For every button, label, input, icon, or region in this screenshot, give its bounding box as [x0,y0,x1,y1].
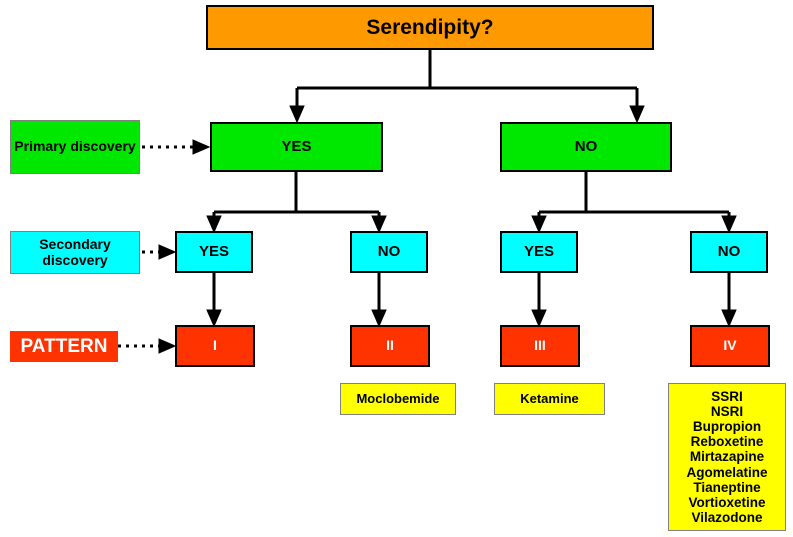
drug-list-item: Reboxetine [690,434,764,450]
secondary-discovery-label: Secondary discovery [10,231,140,274]
level1-yes-box[interactable]: YES [210,122,383,172]
level2-yes-box-2[interactable]: YES [500,231,578,273]
level2-no-box-1[interactable]: NO [350,231,428,273]
pattern-label-text: PATTERN [20,335,108,357]
primary-discovery-text: Primary discovery [14,138,136,155]
drug-box-moclobemide[interactable]: Moclobemide [340,383,456,415]
title-box-serendipity[interactable]: Serendipity? [206,5,654,50]
pattern-label: PATTERN [10,331,118,362]
level2-yes-box-1[interactable]: YES [175,231,253,273]
connector-root-split [289,50,645,124]
drug-list-item: Agomelatine [686,464,768,480]
secondary-discovery-text: Secondary discovery [39,235,111,268]
pattern-box-iii[interactable]: III [500,325,580,367]
connector-yes-split [206,172,387,234]
level2-no-box-2[interactable]: NO [690,231,768,273]
drug-list-item: NSRI [710,404,744,420]
connector-cyan-to-pattern [206,273,737,328]
drug-list-box[interactable]: SSRI NSRI Bupropion Reboxetine Mirtazapi… [668,383,786,531]
drug-list-item: SSRI [711,389,743,404]
pattern-box-ii[interactable]: II [350,325,430,367]
drug-list-item: Bupropion [692,419,762,435]
drug-list-item: Vilazodone [691,509,763,525]
drug-box-ketamine[interactable]: Ketamine [494,383,605,415]
drug-list-item: Tianeptine [693,479,761,495]
drug-list-item: Vortioxetine [688,494,766,510]
primary-discovery-label: Primary discovery [10,120,140,174]
pattern-box-i[interactable]: I [175,325,255,367]
pattern-box-iv[interactable]: IV [690,325,770,367]
drug-list-item: Mirtazapine [689,449,765,465]
connector-no-split [531,172,737,234]
level1-no-box[interactable]: NO [500,122,672,172]
